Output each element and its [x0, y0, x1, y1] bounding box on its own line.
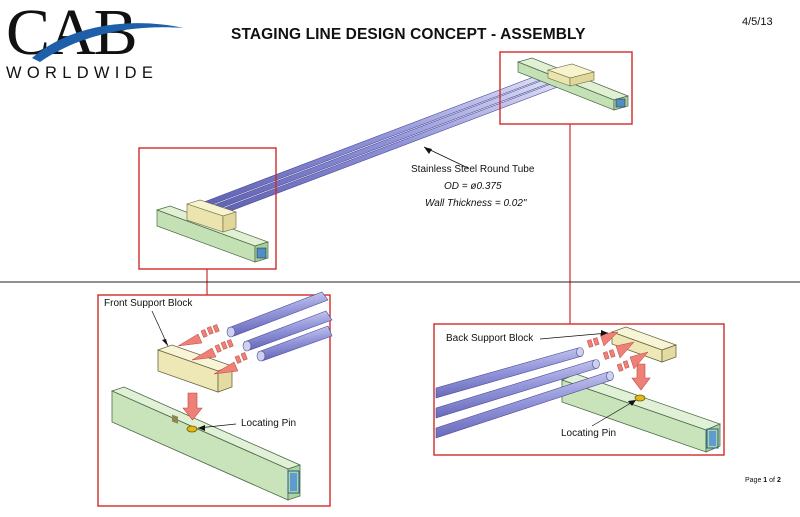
overview-tube-3 — [215, 75, 577, 216]
company-logo-wordmark: CAB — [6, 0, 138, 69]
front-detail-frame — [97, 294, 331, 507]
back-locating-pin-label: Locating Pin — [561, 428, 617, 439]
tube-callout-material: Stainless Steel Round Tube — [411, 164, 535, 175]
overview-tube-1 — [195, 69, 557, 210]
page-prefix: Page — [745, 477, 764, 484]
back-detail-frame — [433, 323, 725, 456]
tube-callout-wall-thickness: Wall Thickness = 0.02" — [425, 198, 527, 209]
back-detail-drawing — [435, 326, 722, 453]
front-locating-pin-label: Locating Pin — [241, 418, 297, 429]
page-number: Page 1 of 2 — [745, 477, 781, 484]
page-title: STAGING LINE DESIGN CONCEPT - ASSEMBLY — [231, 26, 586, 43]
front-support-block-label: Front Support Block — [104, 298, 193, 309]
logo-swoosh-icon — [32, 23, 184, 62]
page-current: 1 — [763, 477, 768, 484]
overview-front-assembly — [155, 199, 270, 263]
back-locating-pin — [634, 394, 646, 402]
back-support-block-label: Back Support Block — [446, 333, 534, 344]
front-detail-drawing — [110, 291, 333, 501]
overview-back-assembly — [516, 57, 630, 111]
back-overview-frame — [499, 51, 633, 125]
front-locating-pin — [186, 425, 198, 433]
page-middle: of — [767, 477, 777, 484]
company-logo-subtext: WORLDWIDE — [6, 64, 159, 82]
overview-tube-2 — [205, 72, 567, 213]
page-total: 2 — [776, 477, 781, 484]
tube-callout-od: OD = ø0.375 — [444, 181, 502, 192]
tube-callout-leader — [423, 146, 469, 169]
overview-tubes — [195, 69, 577, 216]
page-date: 4/5/13 — [742, 16, 773, 28]
